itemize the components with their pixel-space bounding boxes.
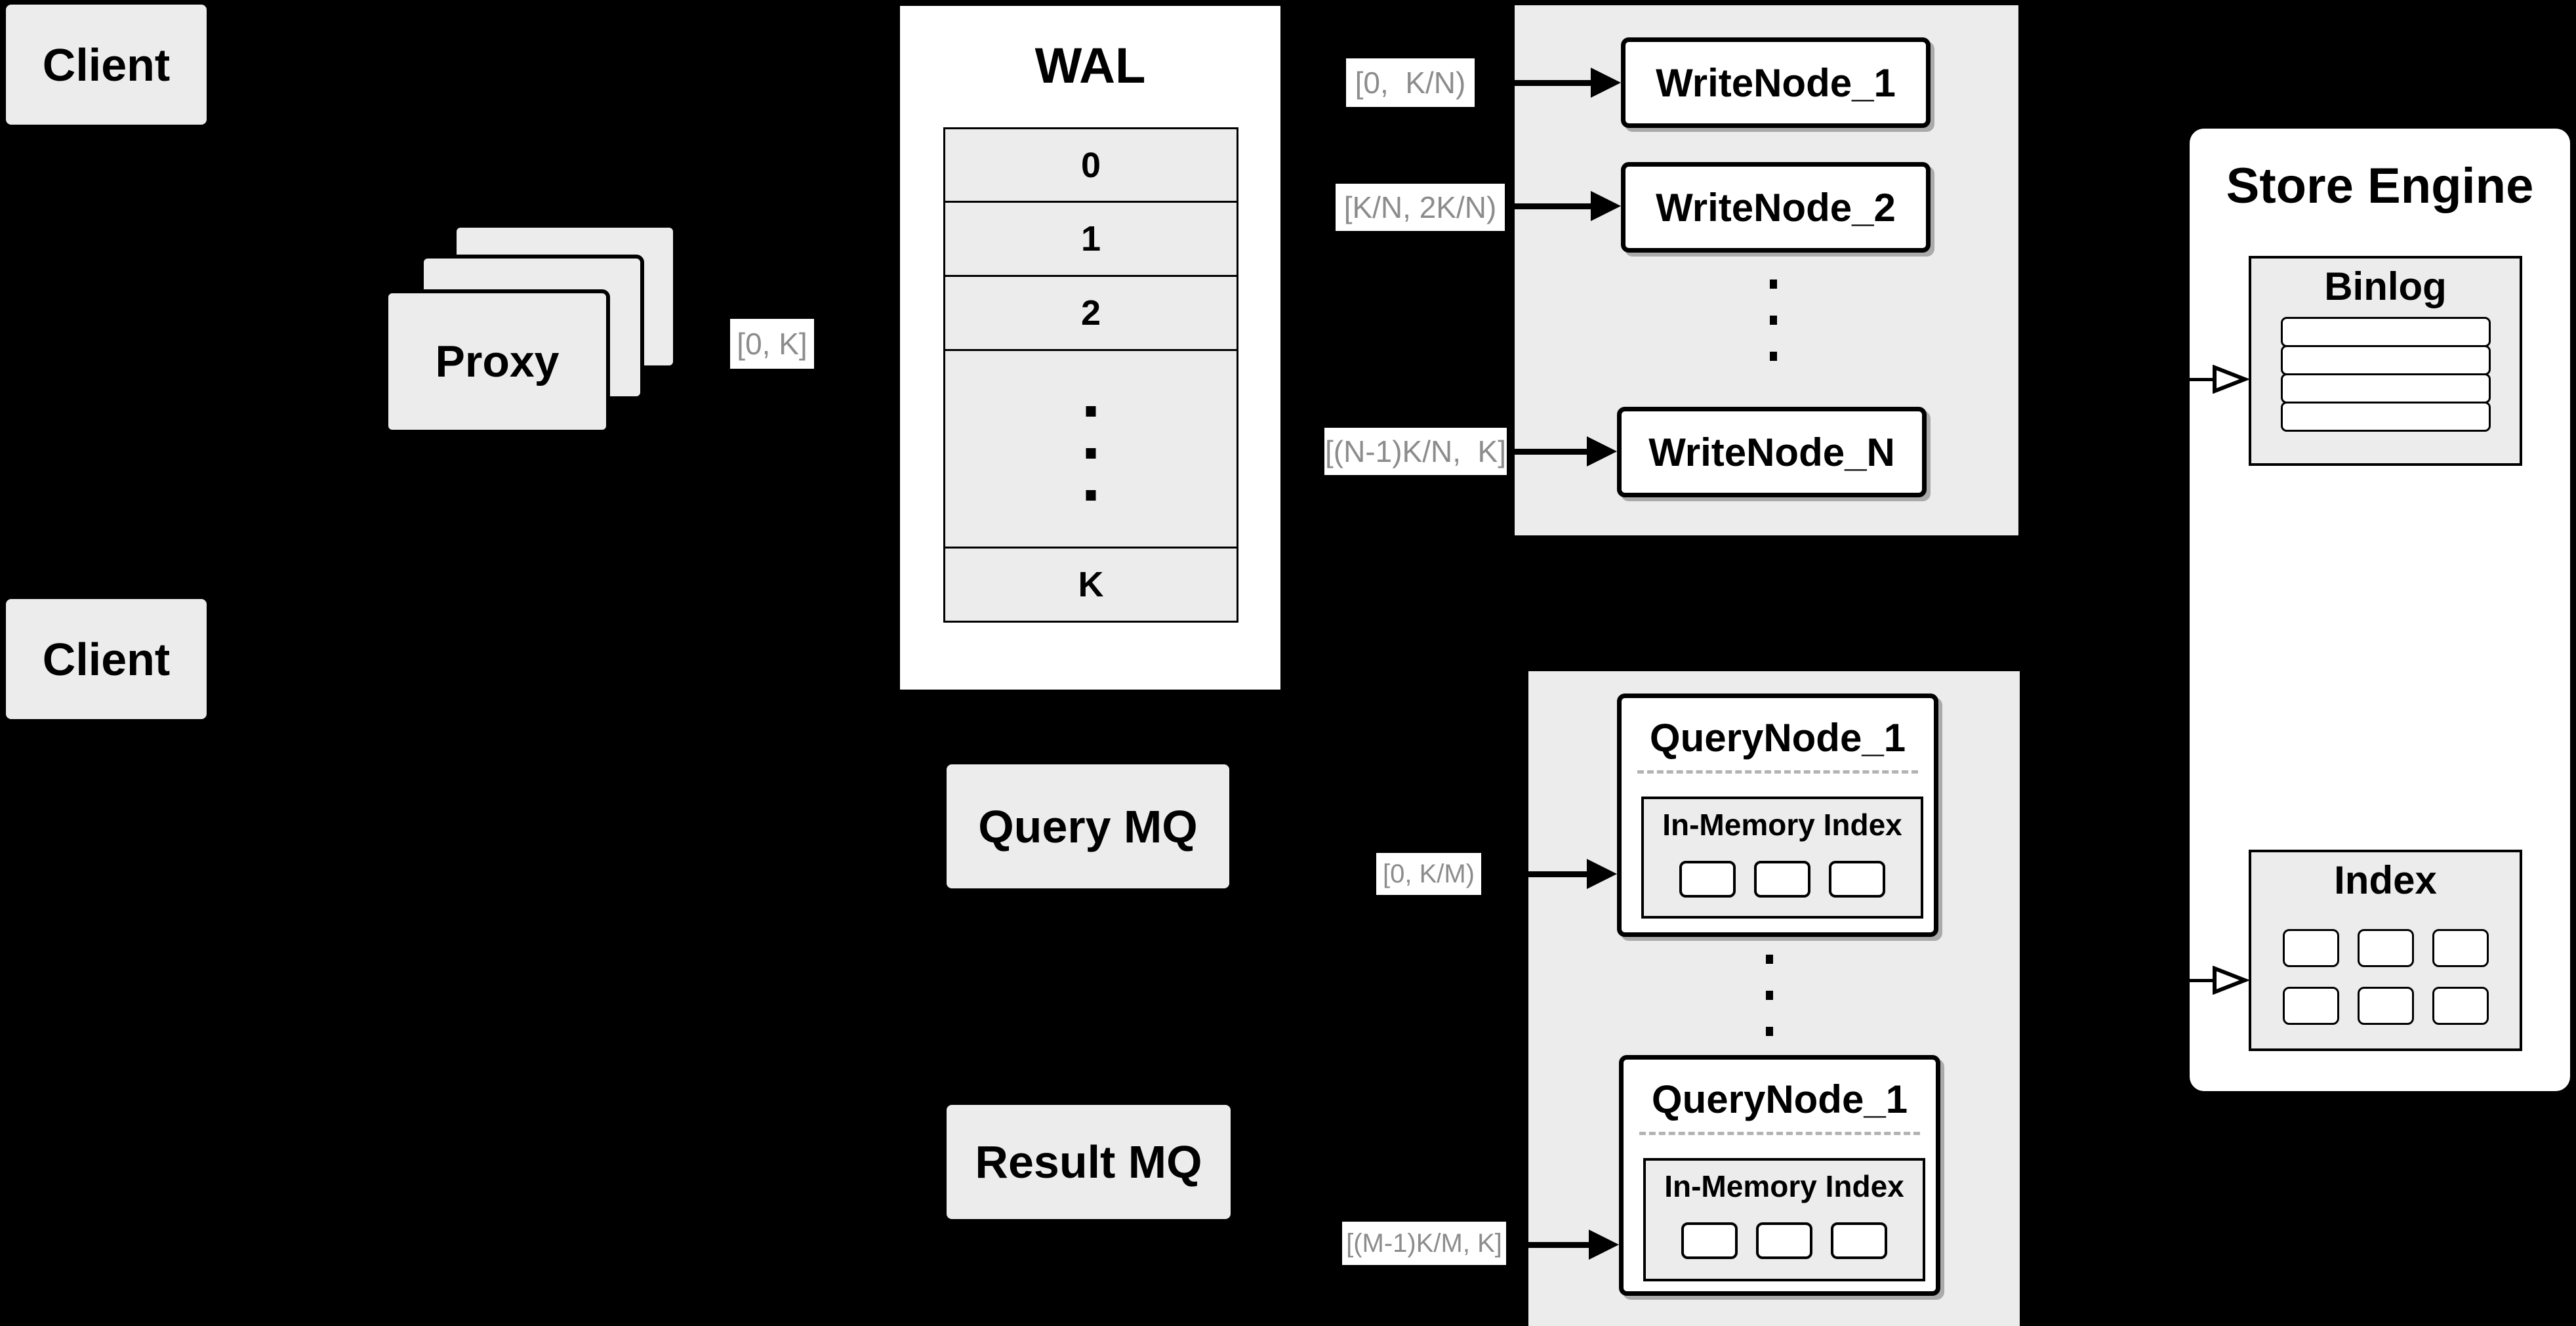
write-node-1-title: WriteNode_1 xyxy=(1656,60,1896,105)
index-segment xyxy=(2357,987,2414,1025)
query-mq-box: Query MQ xyxy=(947,764,1229,888)
segment-cell xyxy=(1756,1222,1812,1259)
open-arrow-head-binlog-icon xyxy=(2213,365,2249,394)
query-node-top-segments xyxy=(1679,861,1885,898)
arrow-head-write-n-icon xyxy=(1587,436,1617,466)
wal-row-0: 0 xyxy=(943,127,1238,203)
range-label-write-2: [K/N, 2K/N) xyxy=(1336,184,1505,231)
range-label-write-n: [(N-1)K/N, K] xyxy=(1324,428,1507,475)
index-segment xyxy=(2282,987,2339,1025)
range-label-query-m: [(M-1)K/M, K] xyxy=(1342,1222,1506,1265)
query-node-top-inmemory-title: In-Memory Index xyxy=(1662,808,1902,842)
index-segment-grid xyxy=(2282,929,2489,1025)
binlog-rows xyxy=(2251,317,2520,432)
write-node-2-box: WriteNode_2 xyxy=(1621,162,1931,253)
wal-box: WAL 0 1 2 K xyxy=(897,3,1283,692)
write-nodes-ellipsis-dots-icon xyxy=(1770,280,1777,388)
open-arrow-head-index-icon xyxy=(2213,966,2249,995)
index-box: Index xyxy=(2249,850,2522,1051)
query-node-top-inmemory-box: In-Memory Index xyxy=(1641,797,1923,919)
binlog-row xyxy=(2280,345,2491,375)
arrow-head-query-1-icon xyxy=(1587,859,1617,889)
index-segment xyxy=(2432,987,2489,1025)
query-node-bottom-title: QueryNode_1 xyxy=(1651,1077,1908,1121)
arrow-head-write-2-icon xyxy=(1591,191,1621,221)
index-segment xyxy=(2357,929,2414,967)
query-node-bottom-inmemory-title: In-Memory Index xyxy=(1664,1169,1904,1203)
index-segment xyxy=(2282,929,2339,967)
binlog-row xyxy=(2280,317,2491,347)
arrow-head-write-1-icon xyxy=(1591,68,1621,98)
client-bottom-label: Client xyxy=(42,633,171,685)
range-label-query-1: [0, K/M) xyxy=(1376,853,1481,895)
proxy-label: Proxy xyxy=(435,337,560,386)
arrow-line-write-1 xyxy=(1476,80,1594,86)
write-node-2-title: WriteNode_2 xyxy=(1656,185,1896,230)
arrow-head-query-m-icon xyxy=(1589,1230,1619,1260)
arrow-line-write-2 xyxy=(1506,203,1594,209)
wal-title: WAL xyxy=(1034,38,1146,94)
arrow-line-query-m xyxy=(1507,1242,1591,1248)
binlog-row xyxy=(2280,402,2491,432)
write-node-1-box: WriteNode_1 xyxy=(1621,37,1931,128)
binlog-box: Binlog xyxy=(2249,256,2522,466)
index-title: Index xyxy=(2334,858,2437,902)
arrow-line-index xyxy=(2162,979,2216,982)
index-segment xyxy=(2432,929,2489,967)
query-node-bottom-dashed-divider xyxy=(1639,1132,1920,1135)
proxy-card-front: Proxy xyxy=(384,289,610,434)
arrow-line-query-1 xyxy=(1482,871,1590,877)
query-node-bottom-inmemory-box: In-Memory Index xyxy=(1643,1158,1925,1281)
binlog-row xyxy=(2280,373,2491,404)
store-engine-panel: Store Engine Binlog Index xyxy=(2190,129,2570,1091)
store-engine-title: Store Engine xyxy=(2226,158,2534,214)
result-mq-label: Result MQ xyxy=(975,1136,1202,1188)
write-node-n-title: WriteNode_N xyxy=(1648,430,1895,474)
wal-row-1: 1 xyxy=(943,201,1238,277)
query-mq-label: Query MQ xyxy=(978,800,1198,852)
arrow-line-write-n xyxy=(1508,449,1591,455)
binlog-title: Binlog xyxy=(2324,264,2447,308)
query-nodes-ellipsis-dots-icon xyxy=(1766,955,1773,1063)
query-node-bottom-segments xyxy=(1681,1222,1887,1259)
client-top-box: Client xyxy=(6,5,207,125)
query-node-bottom-box: QueryNode_1 In-Memory Index xyxy=(1619,1055,1940,1296)
query-node-top-box: QueryNode_1 In-Memory Index xyxy=(1617,694,1938,937)
write-node-n-box: WriteNode_N xyxy=(1617,407,1927,497)
wal-row-k: K xyxy=(943,547,1238,623)
client-top-label: Client xyxy=(42,39,171,91)
wal-row-2: 2 xyxy=(943,275,1238,351)
query-node-top-title: QueryNode_1 xyxy=(1649,716,1906,760)
segment-cell xyxy=(1679,861,1736,898)
segment-cell xyxy=(1829,861,1885,898)
segment-cell xyxy=(1754,861,1810,898)
arrow-line-binlog xyxy=(2162,378,2216,381)
range-label-write-1: [0, K/N) xyxy=(1346,58,1475,107)
wal-row-ellipsis xyxy=(943,349,1238,549)
wal-table: 0 1 2 K xyxy=(943,127,1238,623)
result-mq-box: Result MQ xyxy=(947,1105,1231,1219)
wal-ellipsis-dots-icon xyxy=(1086,406,1096,532)
segment-cell xyxy=(1681,1222,1738,1259)
client-bottom-box: Client xyxy=(6,599,207,719)
range-label-proxy-out: [0, K] xyxy=(730,319,814,369)
query-node-top-dashed-divider xyxy=(1637,770,1918,774)
segment-cell xyxy=(1831,1222,1887,1259)
